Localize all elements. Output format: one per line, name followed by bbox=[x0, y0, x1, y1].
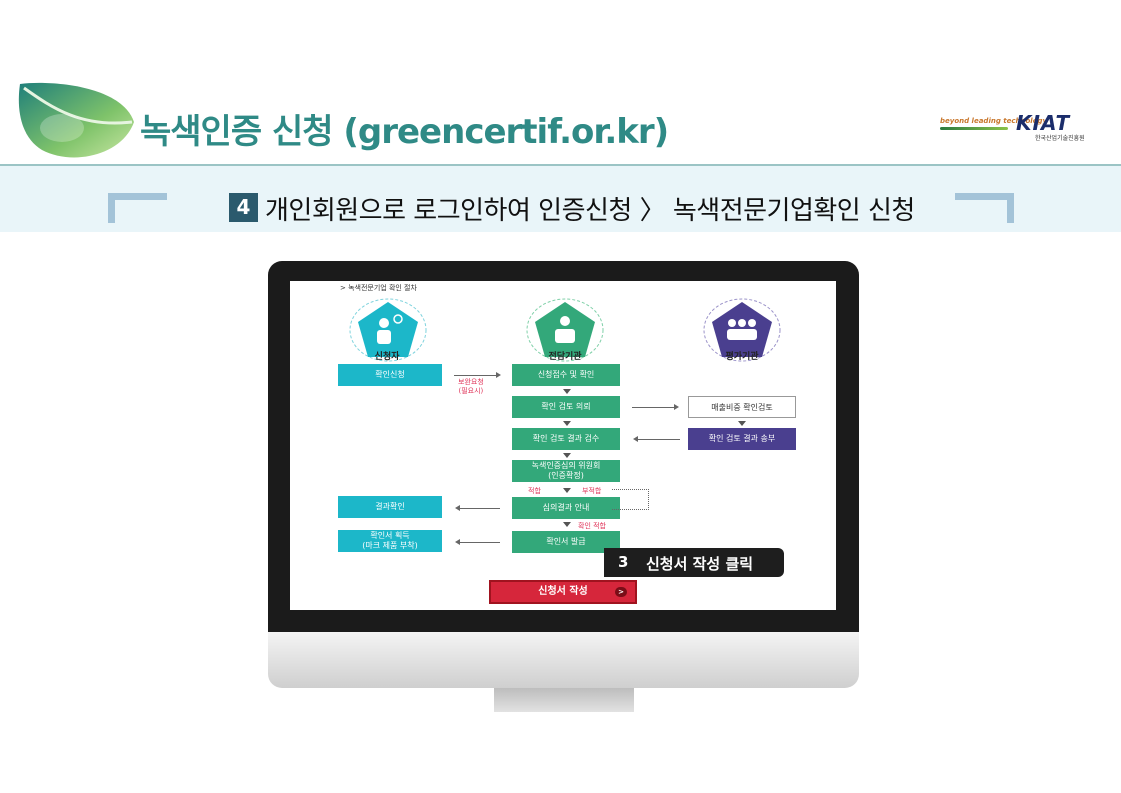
box-receive: 확인서 획득 (마크 제품 부착) bbox=[338, 530, 442, 552]
step-bar bbox=[0, 166, 1121, 232]
arrow-down-icon bbox=[563, 488, 571, 493]
box-result-review: 확인 검토 결과 검수 bbox=[512, 428, 620, 450]
header-divider bbox=[0, 164, 1121, 166]
box-confirm-apply: 확인신청 bbox=[338, 364, 442, 386]
box-result-notice: 심의결과 안내 bbox=[512, 497, 620, 519]
logo-swoosh-icon bbox=[940, 127, 1008, 130]
logo-subtitle: 한국산업기술진흥원 bbox=[1035, 135, 1085, 142]
role-label-agency: 전담기관 bbox=[548, 352, 582, 362]
evaluator-icon bbox=[703, 298, 781, 362]
box-review-request: 확인 검토 의뢰 bbox=[512, 396, 620, 418]
box-committee: 녹색인증심의 위원회 (인증확정) bbox=[512, 460, 620, 482]
arrow-left-icon bbox=[455, 539, 460, 545]
note-pass: 적합 bbox=[528, 487, 541, 495]
box-receive-line2: (마크 제품 부착) bbox=[362, 541, 418, 550]
arrow-left-line bbox=[638, 439, 680, 440]
procedure-heading: > 녹색전문기업 확인 절차 bbox=[340, 284, 417, 292]
arrow-left-icon bbox=[633, 436, 638, 442]
logo-tagline: beyond leading technology bbox=[940, 117, 1048, 125]
monitor-stand bbox=[494, 688, 634, 712]
note-supplement: 보완요청 (필요시) bbox=[458, 378, 484, 396]
step-number-badge: 4 bbox=[229, 193, 258, 222]
box-committee-line2: (인증확정) bbox=[548, 471, 584, 480]
note-supplement-line1: 보완요청 bbox=[458, 378, 484, 386]
box-doc-check: 신청접수 및 확인 bbox=[512, 364, 620, 386]
instruction-callout bbox=[604, 548, 784, 577]
callout-text: 신청서 작성 클릭 bbox=[646, 555, 754, 573]
apply-form-button-label: 신청서 작성 bbox=[538, 586, 588, 597]
note-confirm-pass: 확인 적합 bbox=[578, 522, 606, 530]
apply-form-button[interactable]: 신청서 작성 > bbox=[489, 580, 637, 604]
arrow-down-icon bbox=[563, 453, 571, 458]
chevron-right-icon: > bbox=[615, 587, 627, 597]
corner-bracket-right-icon bbox=[955, 193, 1014, 223]
role-label-evaluator: 평가기관 bbox=[725, 352, 759, 362]
monitor-chin bbox=[268, 632, 859, 688]
leaf-logo-icon bbox=[18, 82, 135, 158]
page-title: 녹색인증 신청 (greencertif.or.kr) bbox=[140, 112, 669, 152]
box-committee-line1: 녹색인증심의 위원회 bbox=[531, 461, 601, 470]
arrow-down-icon bbox=[563, 389, 571, 394]
corner-bracket-left-icon bbox=[108, 193, 167, 223]
arrow-right-icon bbox=[674, 404, 679, 410]
box-sales-check: 매출비중 확인검토 bbox=[688, 396, 796, 418]
arrow-right-line bbox=[454, 375, 498, 376]
note-supplement-line2: (필요시) bbox=[458, 387, 484, 395]
fail-loop-line bbox=[612, 489, 649, 510]
arrow-left-icon bbox=[455, 505, 460, 511]
arrow-left-line bbox=[460, 508, 500, 509]
callout-step-number: 3 bbox=[618, 553, 629, 571]
arrow-left-line bbox=[460, 542, 500, 543]
arrow-right-line bbox=[632, 407, 676, 408]
arrow-down-icon bbox=[738, 421, 746, 426]
kiat-logo: beyond leading technology KIAT 한국산업기술진흥원 bbox=[940, 111, 1090, 143]
arrow-down-icon bbox=[563, 421, 571, 426]
box-result-check: 결과확인 bbox=[338, 496, 442, 518]
box-issue: 확인서 발급 bbox=[512, 531, 620, 553]
applicant-icon bbox=[349, 298, 427, 362]
arrow-right-icon bbox=[496, 372, 501, 378]
role-label-applicant: 신청자 bbox=[374, 352, 400, 362]
monitor-screen: > 녹색전문기업 확인 절차 신청자 전담기관 평가기관 확인신청 결과확인 확… bbox=[290, 281, 836, 610]
arrow-down-icon bbox=[563, 522, 571, 527]
logo-brand: KIAT bbox=[1016, 111, 1071, 135]
step-description: 개인회원으로 로그인하여 인증신청 〉 녹색전문기업확인 신청 bbox=[265, 196, 915, 226]
box-receive-line1: 확인서 획득 bbox=[370, 531, 410, 540]
note-fail: 부적합 bbox=[582, 487, 602, 495]
box-result-send: 확인 검토 결과 송부 bbox=[688, 428, 796, 450]
agency-icon bbox=[526, 298, 604, 362]
